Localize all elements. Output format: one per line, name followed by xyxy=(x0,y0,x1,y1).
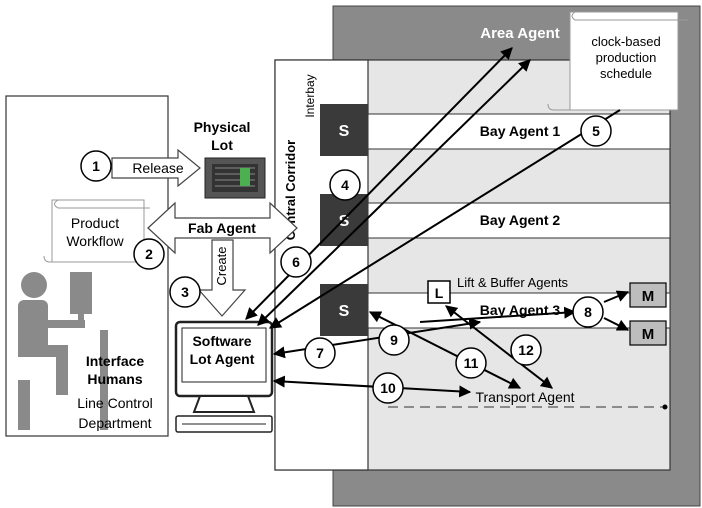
transport-agent-label: Transport Agent xyxy=(475,389,574,405)
step-number-10: 10 xyxy=(380,380,396,396)
arrow-5 xyxy=(268,109,621,329)
step-number-5: 5 xyxy=(592,123,600,139)
stocker-1-label: S xyxy=(339,123,350,140)
step-number-1: 1 xyxy=(92,158,100,174)
step-circle-2 xyxy=(133,238,165,270)
physical-lot-line-1: Physical xyxy=(194,119,251,135)
humans-line-1: Interface xyxy=(86,353,145,369)
software-lot-line-1: Software xyxy=(192,333,251,349)
release-label: Release xyxy=(132,160,184,176)
machine-2 xyxy=(629,320,667,346)
step-number-11: 11 xyxy=(464,355,479,371)
step-circle-3 xyxy=(169,276,201,308)
workflow-line-2: Workflow xyxy=(66,233,124,249)
transport-track-end xyxy=(662,404,668,410)
step-number-8: 8 xyxy=(584,304,592,320)
step-circle-6 xyxy=(280,246,312,278)
schedule-line-2: production xyxy=(596,50,657,65)
person-at-computer-icon xyxy=(18,272,108,430)
area-agent-label: Area Agent xyxy=(480,25,559,42)
humans-line-4: Department xyxy=(78,415,151,431)
step-circle-7 xyxy=(304,337,336,369)
bay-agent-2-label: Bay Agent 2 xyxy=(480,212,561,228)
schedule-line-3: schedule xyxy=(600,66,652,81)
step-number-7: 7 xyxy=(316,345,324,361)
workflow-scroll xyxy=(43,199,150,263)
wafer-carrier-icon xyxy=(204,157,266,199)
step-circle-12 xyxy=(510,334,542,366)
arrow-9 xyxy=(419,306,577,323)
machine-1-label: M xyxy=(642,288,655,305)
schedule-line-1: clock-based xyxy=(591,34,660,49)
humans-line-3: Line Control xyxy=(77,395,153,411)
step-circle-8 xyxy=(572,296,604,328)
lift-buffer-label: Lift & Buffer Agents xyxy=(457,275,569,290)
create-arrow xyxy=(197,239,247,317)
machine-2-label: M xyxy=(642,326,655,343)
arrow-6 xyxy=(257,59,531,326)
software-lot-line-2: Lot Agent xyxy=(190,351,255,367)
step-number-9: 9 xyxy=(390,332,398,348)
step-number-3: 3 xyxy=(181,284,189,300)
step-number-4: 4 xyxy=(341,177,349,193)
arrow-8a xyxy=(603,290,630,303)
workflow-line-1: Product xyxy=(71,215,119,231)
monitor-icon xyxy=(174,320,274,433)
step-circle-4 xyxy=(329,169,361,201)
machine-1 xyxy=(629,282,667,308)
step-number-12: 12 xyxy=(518,342,534,358)
corridor-subtitle: Interbay xyxy=(303,74,317,117)
create-label: Create xyxy=(214,246,229,285)
step-circle-1 xyxy=(80,150,112,182)
step-circle-10 xyxy=(372,372,404,404)
step-circle-5 xyxy=(580,115,612,147)
schedule-scroll xyxy=(547,11,688,111)
humans-line-2: Humans xyxy=(87,371,142,387)
step-circle-11 xyxy=(455,347,487,379)
step-number-2: 2 xyxy=(145,246,153,262)
physical-lot-line-2: Lot xyxy=(211,137,233,153)
step-number-6: 6 xyxy=(292,254,300,270)
stocker-3-label: S xyxy=(339,303,350,320)
step-circle-9 xyxy=(378,324,410,356)
arrow-8b xyxy=(603,317,630,331)
fab-agent-label: Fab Agent xyxy=(188,220,256,236)
release-arrow xyxy=(111,148,201,188)
lift-label: L xyxy=(435,285,444,301)
bay-agent-1-label: Bay Agent 1 xyxy=(480,123,561,139)
